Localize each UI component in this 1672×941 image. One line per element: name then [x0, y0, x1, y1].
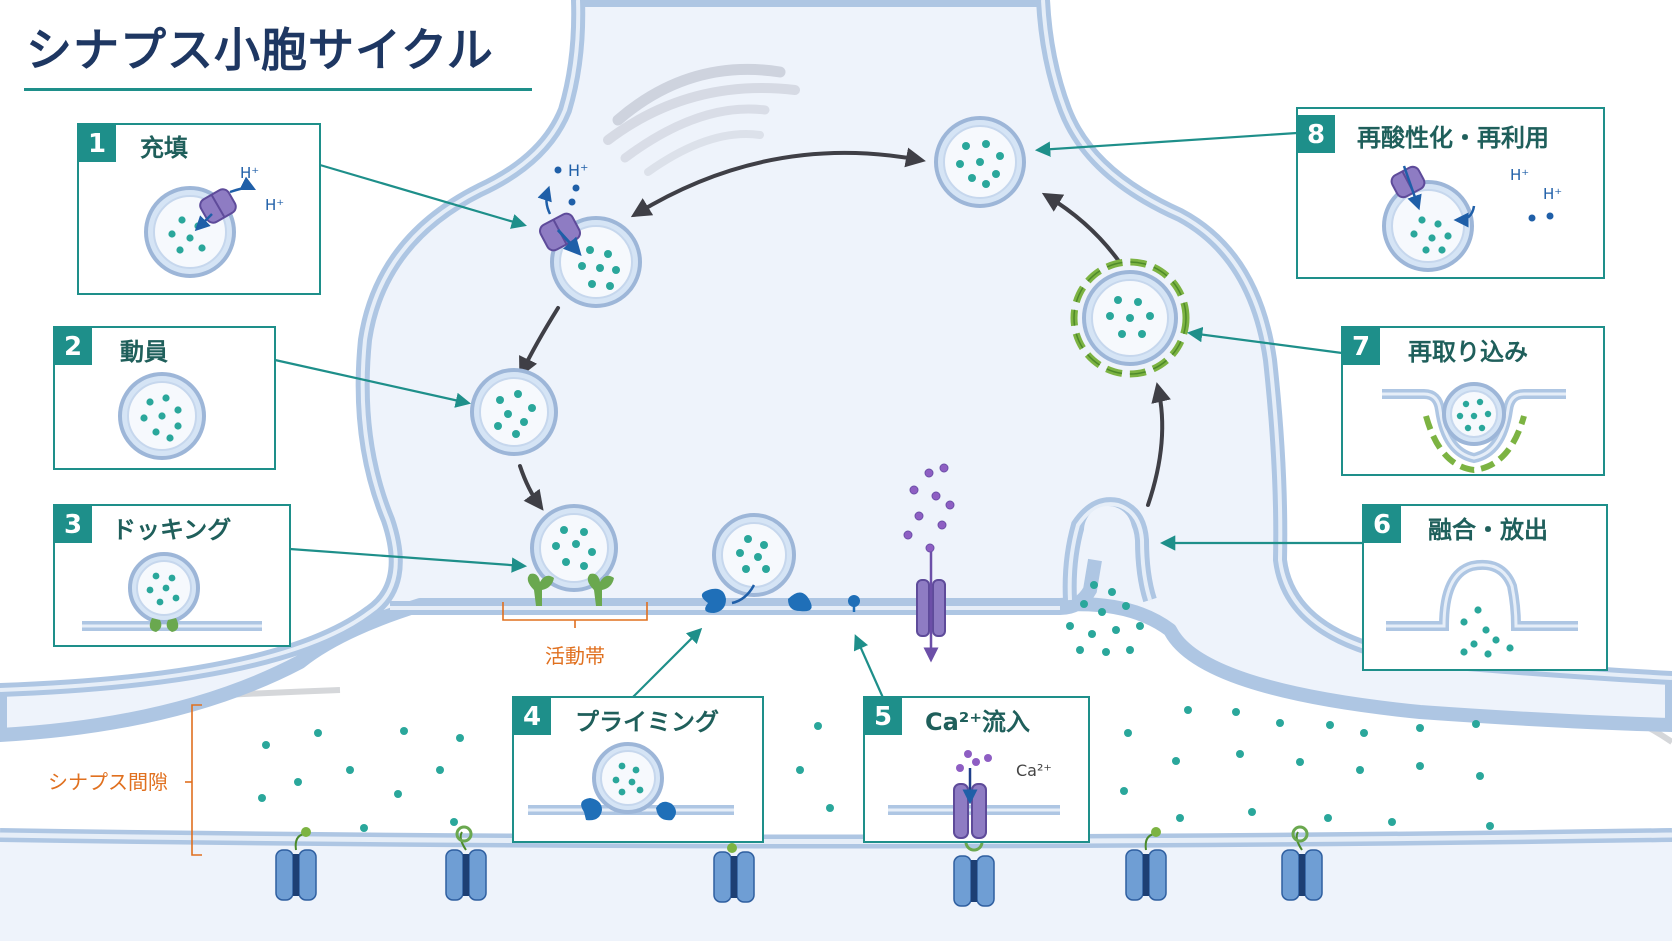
- synaptotagmin-icon: [701, 588, 812, 613]
- step-number-6: 6: [1373, 510, 1391, 540]
- step-number-4: 4: [523, 702, 541, 732]
- step-card-6: 6 融合・放出: [1362, 504, 1608, 671]
- proton-label-1b: H⁺: [265, 196, 284, 214]
- calcium-label: Ca²⁺: [1016, 761, 1052, 780]
- step-label-3: ドッキング: [112, 516, 231, 544]
- endocytosis-icon: [1382, 382, 1566, 474]
- receptor-icon: [445, 825, 487, 901]
- endocytosis-arrow: [1146, 382, 1171, 507]
- step-label-5: Ca²⁺流入: [925, 708, 1030, 736]
- active-zone-bracket: [502, 602, 648, 628]
- callout-arrows: [274, 131, 1363, 701]
- reacidification-icon: [1382, 165, 1554, 272]
- mobilized-vesicle: [470, 368, 558, 456]
- synaptic-cleft-label: シナプス間隙: [48, 770, 168, 794]
- filling-vesicle: H⁺: [537, 161, 642, 308]
- step-number-7: 7: [1352, 332, 1370, 362]
- receptor-icon: [275, 827, 317, 901]
- proton-label-8a: H⁺: [1510, 166, 1529, 184]
- receptor-icon: [713, 843, 755, 903]
- mobilization-icon: [118, 372, 206, 460]
- step-card-7: 7 再取り込み: [1341, 326, 1605, 476]
- step-card-4: 4 プライミング: [512, 696, 764, 843]
- step-number-2: 2: [64, 332, 82, 362]
- proton-label-1a: H⁺: [240, 164, 259, 182]
- docked-vesicle: [527, 504, 618, 606]
- postsynaptic-receptors: [275, 825, 1323, 907]
- reacidify-arrow: [1041, 192, 1120, 262]
- calcium-influx-icon: [953, 750, 992, 839]
- cycle-arrows: [518, 147, 1171, 511]
- step-number-1: 1: [88, 129, 106, 159]
- cleft-transmitter: [258, 706, 1494, 832]
- step-number-3: 3: [64, 510, 82, 540]
- endocytic-vesicle: [1070, 258, 1190, 378]
- proton-label-8b: H⁺: [1543, 185, 1562, 203]
- calcium-ions: [903, 463, 955, 553]
- membrane-sensor: [848, 595, 860, 612]
- dock-arrow: [518, 464, 544, 511]
- recycled-vesicle: [934, 116, 1026, 208]
- recycle-arrow: [630, 147, 926, 218]
- step-number-8: 8: [1307, 120, 1325, 150]
- priming-icon: [581, 742, 676, 821]
- step-label-1: 充填: [140, 134, 188, 162]
- receptor-icon: [1281, 825, 1323, 901]
- receptor-icon: [1125, 827, 1167, 901]
- docking-icon: [128, 552, 200, 632]
- step-label-8: 再酸性化・再利用: [1357, 124, 1549, 152]
- fusion-icon: [1386, 560, 1578, 658]
- step-label-2: 動員: [120, 338, 168, 366]
- proton-label: H⁺: [568, 161, 588, 180]
- snare-complex-icon: [527, 573, 614, 606]
- active-zone-membrane: [390, 558, 1102, 615]
- title-underline: [24, 88, 532, 91]
- calcium-channel: [916, 548, 946, 663]
- postsynaptic-membrane: [0, 828, 1672, 941]
- primed-vesicle: [701, 513, 812, 613]
- step-label-7: 再取り込み: [1408, 338, 1528, 366]
- diagram-title: シナプス小胞サイクル: [26, 23, 494, 77]
- step-label-4: プライミング: [575, 708, 719, 736]
- filling-icon: [144, 176, 257, 278]
- step-card-1: 1 充填 H⁺ H⁺: [77, 123, 321, 295]
- synaptic-cleft-bracket: [185, 704, 202, 856]
- step-label-6: 融合・放出: [1428, 516, 1548, 544]
- released-transmitter: [1066, 581, 1144, 656]
- step-number-5: 5: [874, 702, 892, 732]
- active-zone-label: 活動帯: [545, 644, 605, 668]
- fusion-pore: [1062, 497, 1157, 603]
- step-card-3: 3 ドッキング: [53, 504, 291, 647]
- step-card-2: 2 動員: [53, 326, 276, 470]
- step-card-8: 8 再酸性化・再利用 H⁺ H⁺: [1296, 107, 1605, 279]
- step-card-5: 5 Ca²⁺流入 Ca²⁺: [863, 696, 1090, 843]
- mobilize-arrow: [519, 306, 560, 378]
